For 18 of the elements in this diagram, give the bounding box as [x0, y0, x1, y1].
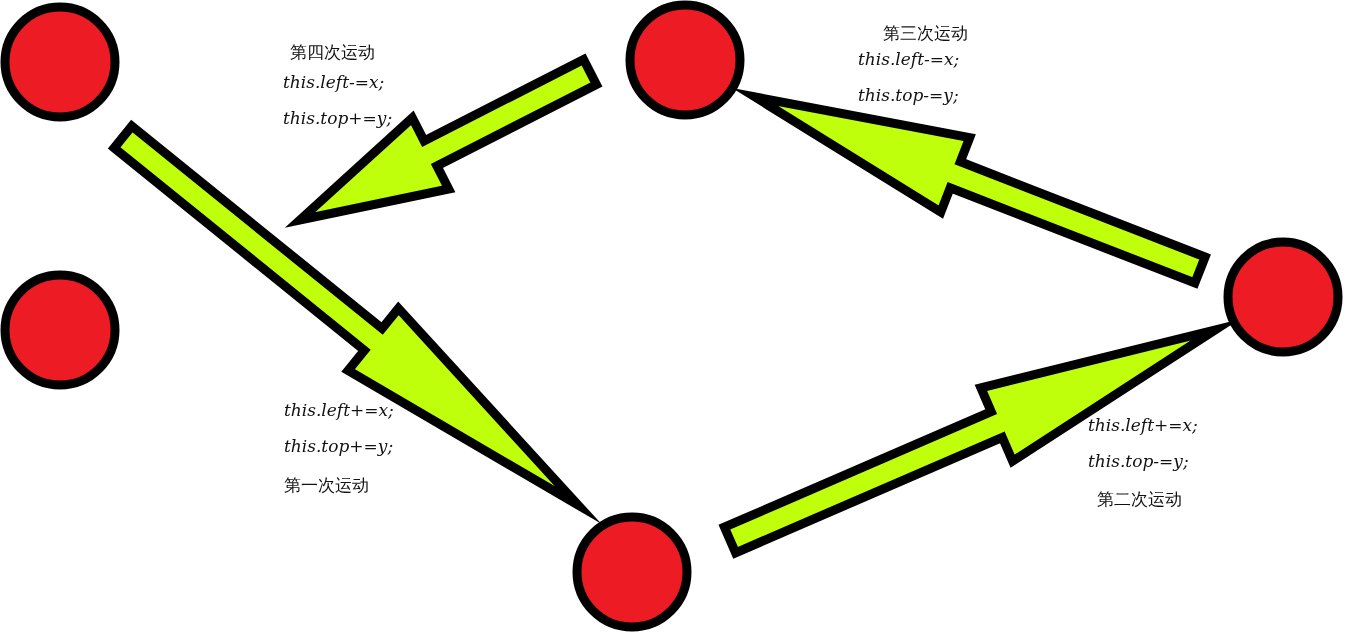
step-caption: 第四次运动: [290, 44, 375, 61]
step-caption: 第一次运动: [284, 477, 369, 494]
step-caption: 第二次运动: [1097, 491, 1182, 508]
code-line: this.left-=x;: [858, 51, 960, 68]
ball: [625, 0, 745, 120]
code-line: this.left+=x;: [1088, 417, 1198, 434]
code-line: this.left+=x;: [284, 402, 394, 419]
block-arrow: [284, 53, 603, 228]
ball: [1223, 237, 1343, 357]
code-line: this.top-=y;: [1088, 453, 1189, 470]
ball: [0, 270, 120, 390]
code-line: this.top-=y;: [858, 87, 959, 104]
step-caption: 第三次运动: [883, 25, 968, 42]
code-line: this.top+=y;: [283, 110, 393, 127]
code-line: this.top+=y;: [284, 438, 394, 455]
ball: [0, 2, 120, 122]
code-line: this.left-=x;: [283, 74, 385, 91]
ball: [572, 512, 692, 632]
